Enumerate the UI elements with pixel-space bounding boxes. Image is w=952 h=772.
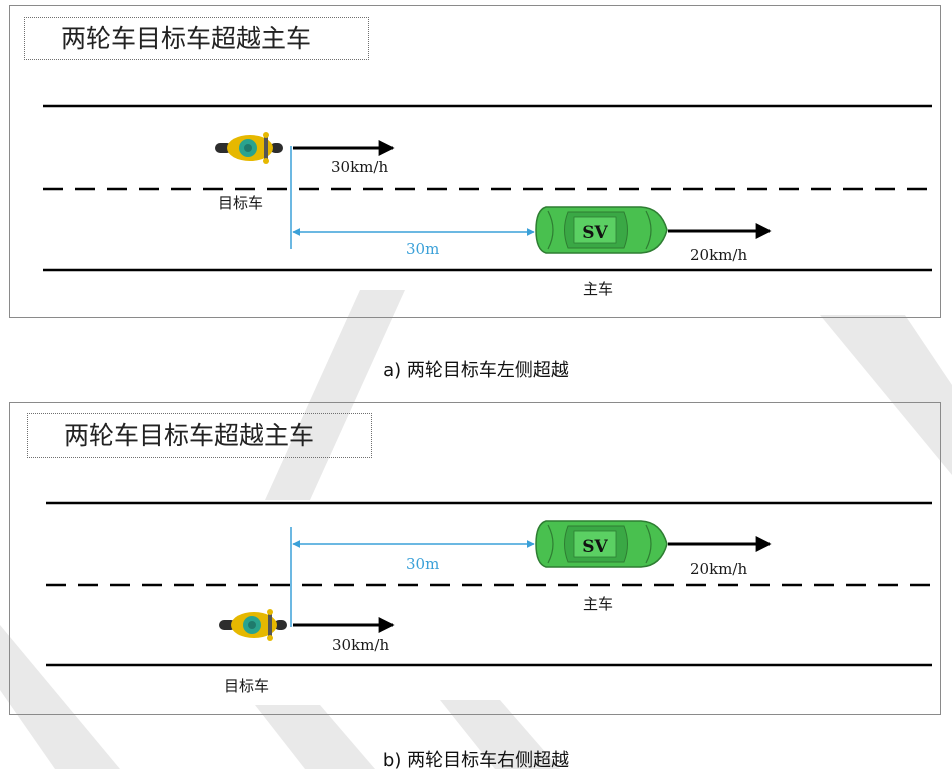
motorcycle-icon bbox=[215, 132, 283, 164]
distance-label: 30m bbox=[406, 555, 440, 573]
target-speed-label: 30km/h bbox=[331, 158, 389, 176]
subject-vehicle-label: 主车 bbox=[583, 280, 614, 298]
scene-panel-right-overtake: 两轮车目标车超越主车 SV bbox=[9, 402, 941, 715]
caption-b: b) 两轮目标车右侧超越 bbox=[382, 750, 570, 771]
car-icon: SV bbox=[535, 520, 668, 568]
car-code-label: SV bbox=[582, 537, 608, 557]
distance-label: 30m bbox=[406, 240, 440, 258]
target-vehicle-label: 目标车 bbox=[218, 194, 264, 212]
car-code-label: SV bbox=[582, 223, 608, 243]
scene-panel-left-overtake: 两轮车目标车超越主车 bbox=[9, 5, 941, 318]
scene-title: 两轮车目标车超越主车 bbox=[24, 17, 369, 60]
subject-speed-label: 20km/h bbox=[690, 560, 748, 578]
target-speed-label: 30km/h bbox=[332, 636, 390, 654]
car-icon: SV bbox=[535, 206, 668, 254]
subject-speed-label: 20km/h bbox=[690, 246, 748, 264]
target-vehicle-label: 目标车 bbox=[224, 677, 270, 695]
motorcycle-icon bbox=[219, 609, 287, 641]
scene-diagram: SV bbox=[43, 104, 932, 272]
scene-diagram: SV bbox=[46, 501, 932, 667]
subject-vehicle-label: 主车 bbox=[583, 595, 614, 613]
scene-title: 两轮车目标车超越主车 bbox=[27, 413, 372, 458]
caption-a: a) 两轮目标车左侧超越 bbox=[383, 360, 569, 381]
